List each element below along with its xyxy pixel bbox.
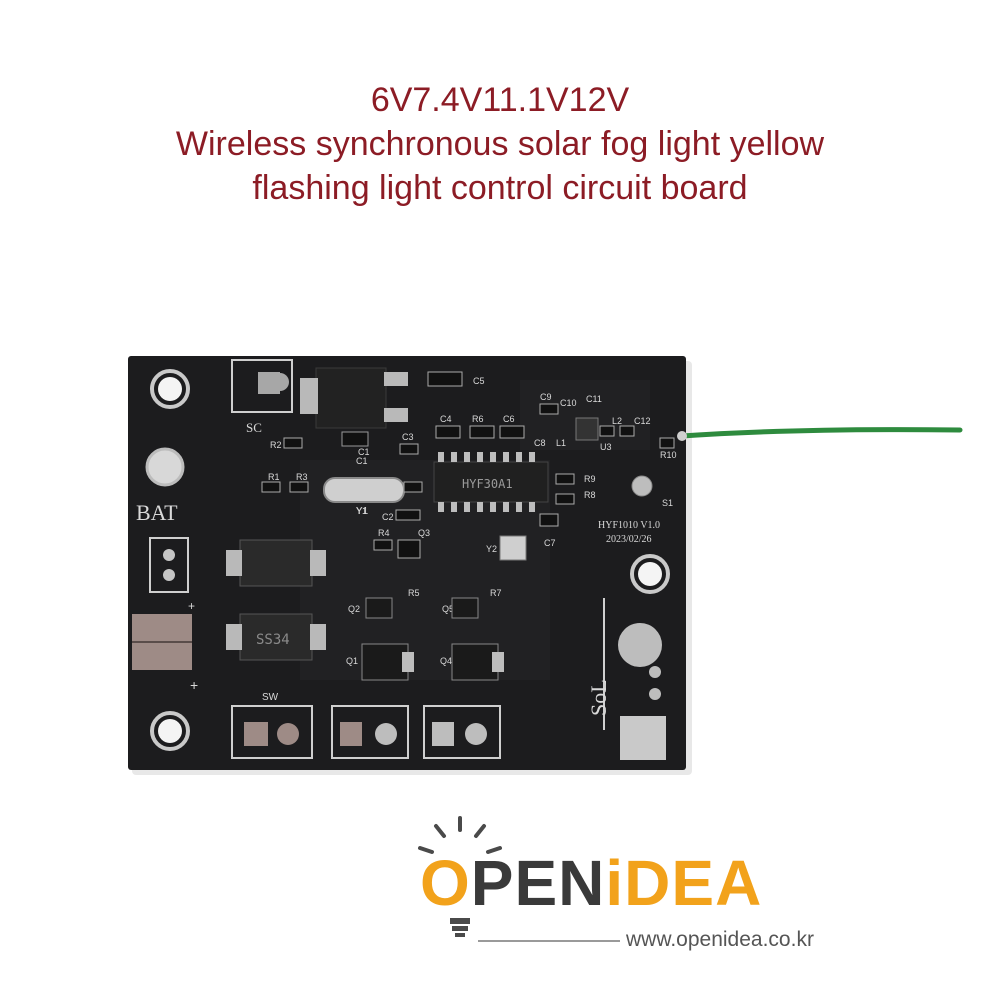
logo-divider [478,940,620,942]
label-sc: SC [246,420,262,435]
pcb-board [128,356,686,770]
svg-text:S1: S1 [662,498,673,508]
svg-text:R2: R2 [270,440,282,450]
svg-text:R4: R4 [378,528,390,538]
logo-dea: DEA [624,847,763,919]
svg-text:Q5: Q5 [442,604,454,614]
svg-text:C12: C12 [634,416,651,426]
svg-text:Q1: Q1 [346,656,358,666]
label-sw: SW [262,692,279,703]
svg-text:+: + [190,677,198,693]
svg-text:C9: C9 [540,392,552,402]
svg-text:C1: C1 [356,456,368,466]
svg-text:R5: R5 [408,588,420,598]
svg-text:C1: C1 [358,447,370,457]
svg-text:L2: L2 [612,416,622,426]
title-line-3: flashing light control circuit board [252,169,748,207]
title-voltages: 6V7.4V11.1V12V [370,81,630,119]
mounting-hole [150,369,670,751]
board-model: HYF1010 V1.0 [598,520,660,531]
svg-text:Q4: Q4 [440,656,452,666]
svg-text:Y2: Y2 [486,544,497,554]
svg-text:C8: C8 [534,438,546,448]
logo-o: O [420,847,471,919]
svg-text:R9: R9 [584,474,596,484]
svg-text:R10: R10 [660,450,677,460]
svg-text:C2: C2 [382,512,394,522]
svg-text:Q3: Q3 [418,528,430,538]
svg-text:C4: C4 [440,414,452,424]
board-date: 2023/02/26 [606,534,652,545]
svg-text:R8: R8 [584,490,596,500]
openidea-logo: OPENiDEA [420,848,762,918]
svg-text:R7: R7 [490,588,502,598]
svg-text:C10: C10 [560,398,577,408]
svg-text:L1: L1 [556,438,566,448]
svg-text:R6: R6 [472,414,484,424]
svg-text:C6: C6 [503,414,515,424]
logo-pen: PEN [470,847,606,919]
svg-text:Q2: Q2 [348,604,360,614]
svg-text:U3: U3 [600,442,612,452]
label-bat: BAT [136,500,178,525]
svg-text:R3: R3 [296,472,308,482]
lightbulb-icon [418,816,502,937]
title-line-2: Wireless synchronous solar fog light yel… [175,125,825,163]
logo-i: i [605,847,625,919]
svg-text:C7: C7 [544,538,556,548]
diode-marking: SS34 [256,632,290,648]
ref-label: C5 [473,376,485,386]
svg-text:+: + [188,599,195,613]
logo-url: www.openidea.co.kr [626,928,814,951]
ic-marking: HYF30A1 [462,477,513,491]
antenna-wire [679,427,963,439]
svg-text:C11: C11 [586,394,602,404]
svg-text:Y1: Y1 [356,506,369,517]
svg-text:C3: C3 [402,432,414,442]
svg-text:R1: R1 [268,472,280,482]
svg-text:Y1: Y1 [356,506,367,516]
label-sol: SoL [586,679,611,716]
